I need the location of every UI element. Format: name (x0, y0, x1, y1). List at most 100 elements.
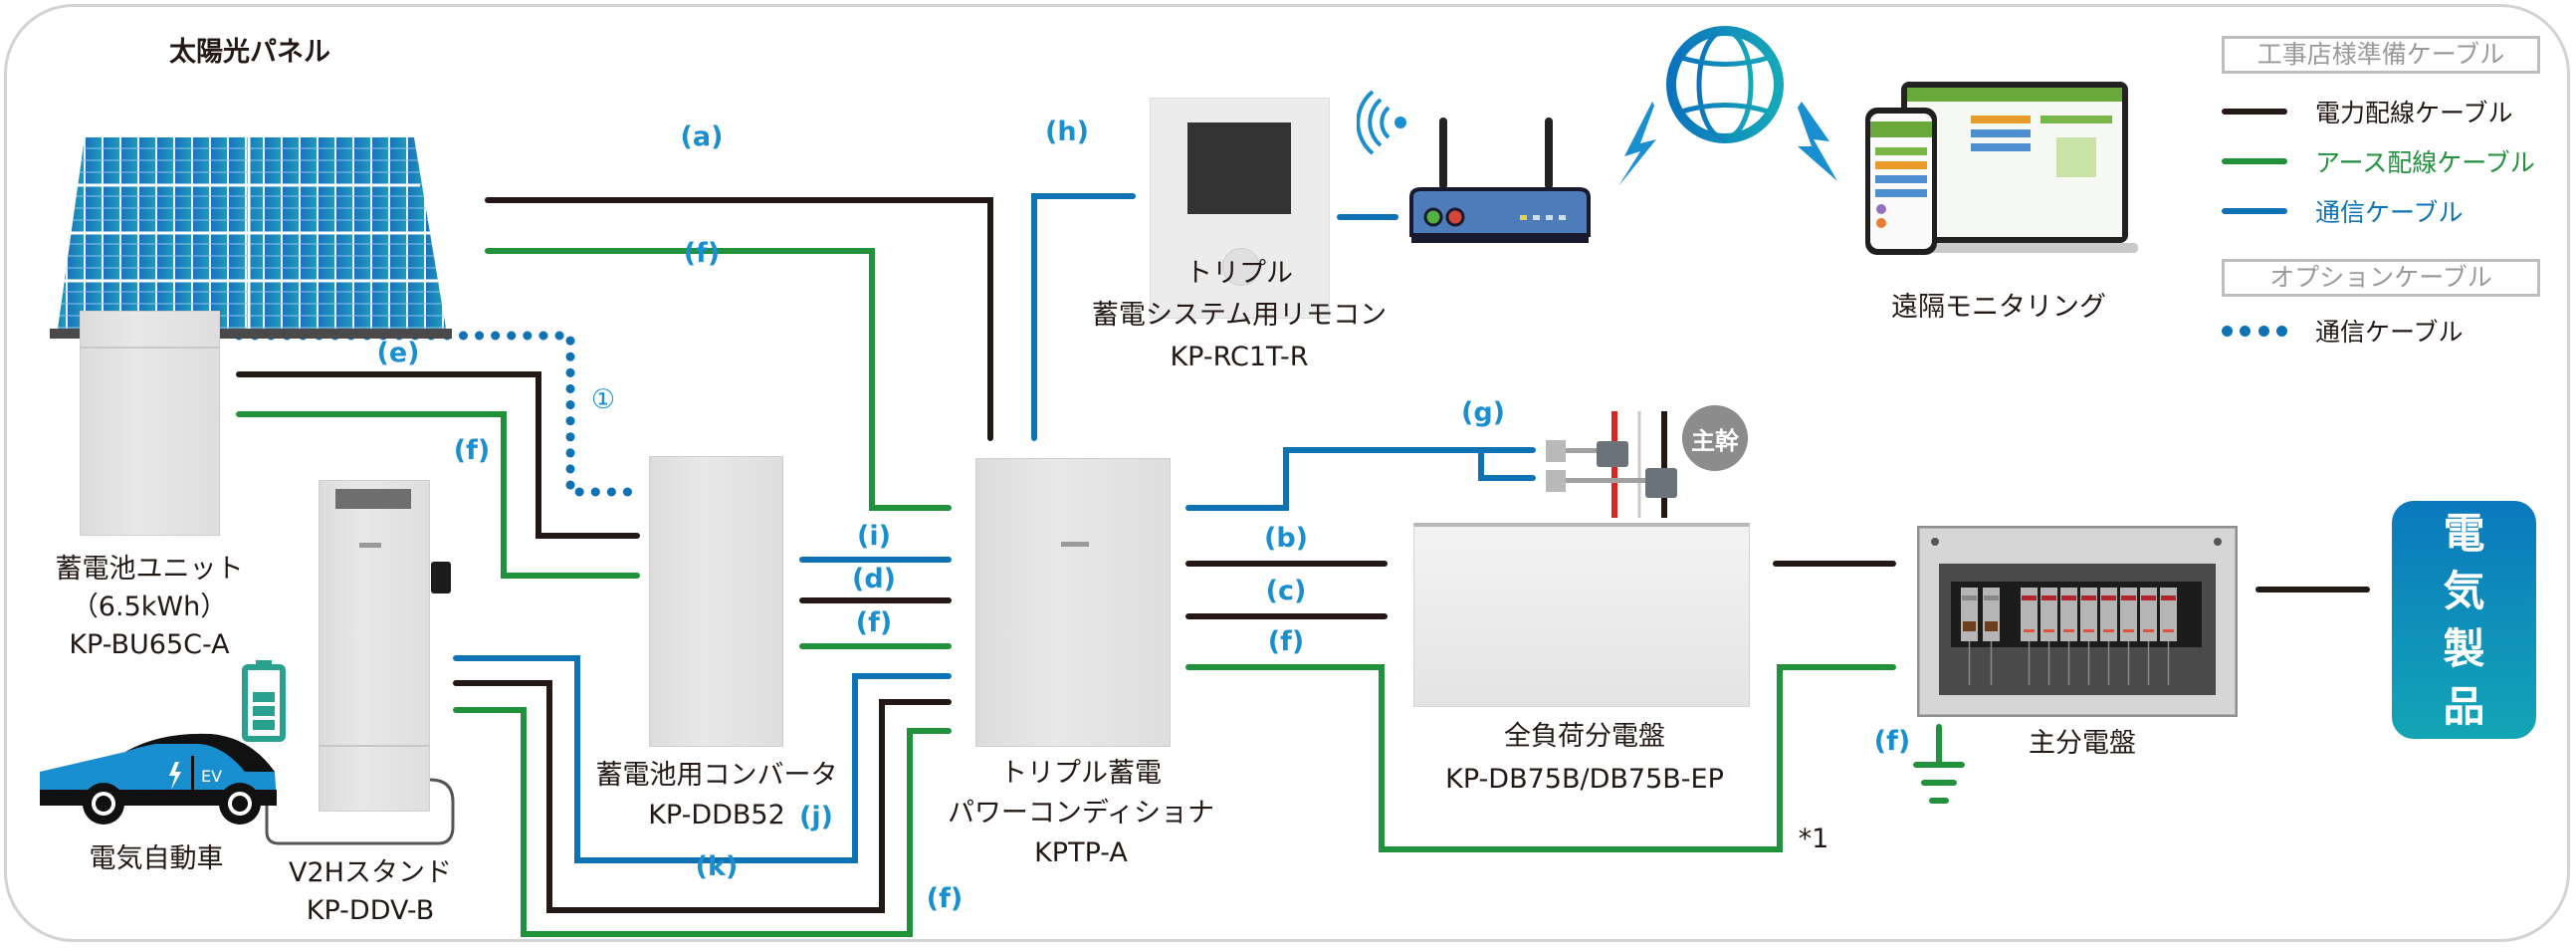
remote-label-line1: トリプル (1185, 258, 1293, 289)
full-load-board-model: KP-DB75B/DB75B-EP (1445, 764, 1724, 795)
breaker-row (1961, 588, 2177, 685)
router-icon (1409, 118, 1591, 243)
tag-g: (g) (1460, 397, 1506, 428)
signal-bolt-right (1798, 102, 1837, 181)
branch-breaker (2060, 588, 2077, 641)
power-conditioner-image (975, 458, 1171, 747)
legend-item-comm-dotted: 通信ケーブル (2222, 314, 2464, 348)
tag-f-pcs: (f) (1267, 626, 1305, 657)
legend-item-earth: アース配線ケーブル (2222, 144, 2535, 178)
internet-globe-icon (1618, 26, 1837, 186)
converter-label: 蓄電池用コンバータ (595, 760, 838, 791)
ct-clamp-2 (1645, 468, 1677, 498)
ct-connector-1 (1546, 440, 1566, 462)
ev-car-image: EV (40, 733, 277, 825)
ev-charging-cable (265, 778, 455, 845)
tag-k: (k) (695, 851, 739, 882)
legend-earth-swatch (2222, 158, 2287, 164)
branch-breaker (2160, 588, 2177, 641)
tag-f-conv: (f) (855, 607, 893, 638)
tag-f-solar: (f) (683, 238, 721, 269)
branch-breaker (2120, 588, 2137, 641)
battery-unit-capacity: （6.5kWh） (71, 592, 228, 622)
legend-item-power: 電力配線ケーブル (2222, 95, 2513, 128)
pcs-label-line2: パワーコンディショナ (947, 798, 1215, 829)
solar-panel-image (50, 137, 452, 339)
appliances-char-4: 品 (2443, 681, 2485, 731)
appliances-char-1: 電 (2443, 508, 2485, 558)
full-load-board-image (1413, 523, 1750, 707)
ct-clamp-1 (1597, 441, 1628, 467)
tag-f-v2h: (f) (926, 883, 964, 914)
branch-breaker (2140, 588, 2157, 641)
legend-power-label: 電力配線ケーブル (2315, 99, 2513, 127)
appliances-char-3: 製 (2443, 623, 2485, 673)
legend-comm-swatch (2222, 208, 2287, 214)
ct-sensor-group (1546, 411, 1677, 518)
main-board-image (1917, 526, 2238, 717)
main-board-label: 主分電盤 (2029, 728, 2136, 759)
cable-g-comm (1185, 447, 1536, 511)
branch-breaker (2100, 588, 2117, 641)
solar-panel-label: 太陽光パネル (169, 37, 330, 68)
pcs-model: KPTP-A (1034, 837, 1128, 868)
ev-label: 電気自動車 (89, 843, 224, 874)
v2h-stand-image (319, 480, 430, 812)
converter-model: KP-DDB52 (648, 800, 785, 830)
cable-f-battery-earth (236, 411, 640, 579)
main-trunk-badge: 主幹 (1682, 405, 1748, 471)
pcs-label-line1: トリプル蓄電 (1000, 758, 1162, 789)
converter-image (649, 456, 783, 747)
tag-c: (c) (1265, 576, 1307, 606)
remote-label-line2: 蓄電システム用リモコン (1091, 300, 1388, 331)
wifi-signal-icon (1357, 90, 1406, 155)
diagram-frame (4, 4, 2570, 942)
tag-a: (a) (680, 121, 724, 152)
cable-k-power (453, 680, 952, 913)
v2h-model: KP-DDV-B (306, 895, 435, 926)
branch-breaker (2080, 588, 2097, 641)
legend-dotted-swatch (2222, 325, 2287, 337)
battery-unit-label: 蓄電池ユニット (55, 554, 244, 585)
tag-e: (e) (376, 338, 420, 368)
appliances-box: 電 気 製 品 (2392, 501, 2536, 739)
signal-bolt-left (1618, 102, 1656, 186)
cable-f-pcs-earth (1185, 664, 1896, 852)
battery-unit-image (80, 311, 220, 536)
tag-f-battery: (f) (453, 435, 491, 466)
appliances-char-2: 気 (2443, 566, 2485, 615)
tag-f-ground: (f) (1873, 726, 1911, 757)
remote-controller-image (1150, 98, 1330, 319)
cable-e-power (236, 371, 640, 539)
ct-connector-2 (1546, 470, 1566, 492)
legend-power-swatch (2222, 109, 2287, 115)
legend-standard-header: 工事店様準備ケーブル (2222, 36, 2540, 74)
tag-d: (d) (851, 564, 897, 594)
v2h-connector (431, 562, 451, 593)
monitoring-label: 遠隔モニタリング (1891, 292, 2106, 323)
tag-i: (i) (857, 521, 891, 552)
tag-j: (j) (799, 802, 833, 832)
battery-unit-model: KP-BU65C-A (69, 629, 230, 660)
legend-earth-label: アース配線ケーブル (2315, 148, 2535, 177)
branch-breaker (2040, 588, 2057, 641)
cable-f-solar-earth (485, 248, 952, 511)
remote-model: KP-RC1T-R (1170, 342, 1309, 372)
ev-badge: EV (201, 767, 222, 786)
cable-f-v2h-earth (453, 707, 952, 937)
legend-dotted-label: 通信ケーブル (2315, 318, 2464, 347)
v2h-label: V2Hスタンド (289, 857, 452, 888)
tag-h: (h) (1045, 117, 1089, 147)
legend-comm-label: 通信ケーブル (2315, 198, 2464, 227)
cable-j-comm (453, 655, 952, 863)
tag-b: (b) (1263, 523, 1309, 554)
note-asterisk-1: *1 (1798, 824, 1829, 854)
ev-battery-icon (242, 660, 286, 742)
cable-a-power (485, 197, 993, 441)
full-load-board-label: 全負荷分電盤 (1504, 721, 1665, 752)
legend-option-header: オプションケーブル (2222, 259, 2540, 297)
legend-item-comm: 通信ケーブル (2222, 194, 2464, 228)
monitoring-devices-image (1865, 82, 2138, 255)
tag-option-1: ① (590, 384, 616, 415)
